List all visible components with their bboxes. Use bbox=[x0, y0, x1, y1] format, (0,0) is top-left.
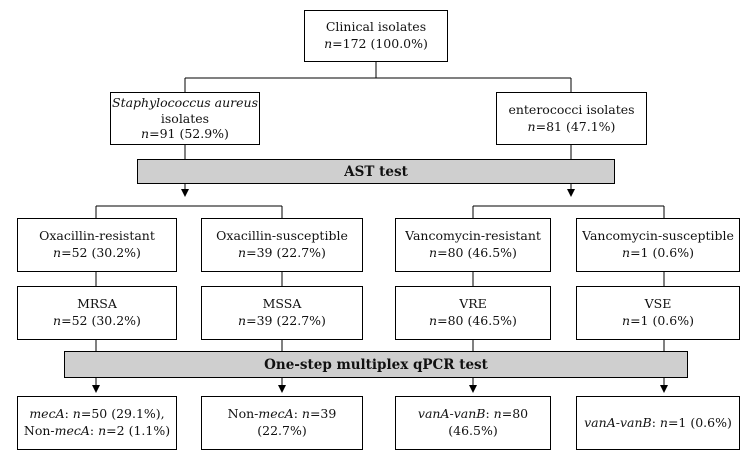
result-box-mrsa: mecA: n=50 (29.1%), Non-mecA: n=2 (1.1%) bbox=[17, 396, 177, 450]
clinical-isolates-box: Clinical isolates n=172 (100.0%) bbox=[304, 10, 448, 62]
phenotype-count: n=39 (22.7%) bbox=[238, 245, 326, 260]
group-label: MRSA bbox=[77, 296, 117, 312]
phenotype-count: n=1 (0.6%) bbox=[622, 245, 694, 260]
staph-count: n=91 (52.9%) bbox=[141, 126, 229, 142]
phenotype-label: Vancomycin-resistant bbox=[405, 228, 541, 244]
group-box-mrsa: MRSA n=52 (30.2%) bbox=[17, 286, 177, 340]
result-line-vana-vanb: vanA-vanB: n=80 (46.5%) bbox=[417, 406, 529, 438]
ast-test-bar: AST test bbox=[137, 159, 615, 184]
staph-species-label: Staphylococcus aureus bbox=[112, 95, 258, 111]
result-box-vre: vanA-vanB: n=80 (46.5%) bbox=[395, 396, 551, 450]
group-label: MSSA bbox=[262, 296, 302, 312]
phenotype-box-oxacillin-resistant: Oxacillin-resistant n=52 (30.2%) bbox=[17, 218, 177, 272]
group-count: n=80 (46.5%) bbox=[429, 313, 517, 328]
result-box-vse: vanA-vanB: n=1 (0.6%) bbox=[576, 396, 740, 450]
group-box-vre: VRE n=80 (46.5%) bbox=[395, 286, 551, 340]
group-label: VRE bbox=[459, 296, 487, 312]
phenotype-box-vancomycin-susceptible: Vancomycin-susceptible n=1 (0.6%) bbox=[576, 218, 740, 272]
group-box-mssa: MSSA n=39 (22.7%) bbox=[201, 286, 363, 340]
group-box-vse: VSE n=1 (0.6%) bbox=[576, 286, 740, 340]
phenotype-count: n=52 (30.2%) bbox=[53, 245, 141, 260]
phenotype-label: Oxacillin-resistant bbox=[39, 228, 155, 244]
enterococci-count: n=81 (47.1%) bbox=[527, 118, 616, 134]
staphylococcus-aureus-box: Staphylococcus aureus isolates n=91 (52.… bbox=[110, 92, 260, 145]
phenotype-label: Vancomycin-susceptible bbox=[582, 228, 734, 244]
result-line-meca: mecA: n=50 (29.1%), bbox=[29, 406, 165, 422]
group-count: n=52 (30.2%) bbox=[53, 313, 141, 328]
result-line-vana-vanb: vanA-vanB: n=1 (0.6%) bbox=[584, 414, 732, 430]
qpcr-test-bar: One-step multiplex qPCR test bbox=[64, 351, 688, 378]
enterococci-label: enterococci isolates bbox=[508, 101, 635, 117]
enterococci-box: enterococci isolates n=81 (47.1%) bbox=[496, 92, 647, 145]
result-line-non-meca: Non-mecA: n=2 (1.1%) bbox=[23, 423, 171, 438]
clinical-isolates-label: Clinical isolates bbox=[325, 19, 427, 35]
group-label: VSE bbox=[644, 296, 672, 312]
result-line-non-meca: Non-mecA: n=39 (22.7%) bbox=[227, 406, 337, 438]
group-count: n=1 (0.6%) bbox=[622, 313, 694, 328]
staph-isolates-label: isolates bbox=[160, 110, 210, 126]
phenotype-label: Oxacillin-susceptible bbox=[216, 228, 348, 244]
group-count: n=39 (22.7%) bbox=[238, 313, 326, 328]
result-box-mssa: Non-mecA: n=39 (22.7%) bbox=[201, 396, 363, 450]
phenotype-count: n=80 (46.5%) bbox=[429, 245, 517, 260]
phenotype-box-vancomycin-resistant: Vancomycin-resistant n=80 (46.5%) bbox=[395, 218, 551, 272]
phenotype-box-oxacillin-susceptible: Oxacillin-susceptible n=39 (22.7%) bbox=[201, 218, 363, 272]
clinical-isolates-count: n=172 (100.0%) bbox=[324, 36, 428, 51]
